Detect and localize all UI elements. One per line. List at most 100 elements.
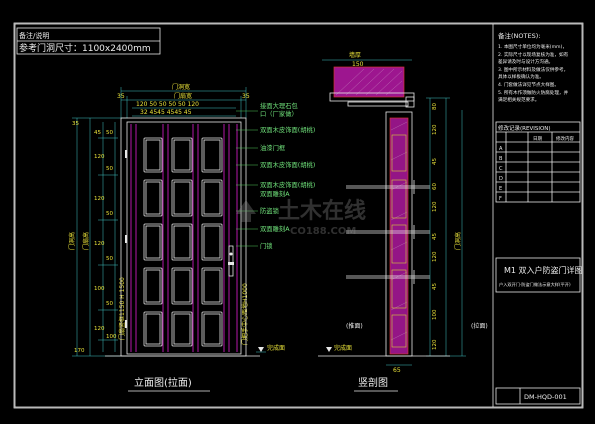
dim-left-value: 170 (74, 348, 85, 354)
revision-col-date: 日期 (533, 136, 542, 142)
revision-row-label: C (499, 166, 503, 172)
dim-left-value: 35 (72, 121, 79, 127)
dim-left-value: 100 (106, 334, 117, 340)
title-main: M1 双入户防盗门详图 (504, 265, 583, 275)
revision-header: 修改记录(REVISION) (498, 124, 551, 132)
wall-hatch (335, 68, 403, 96)
dim-right-35: 35 (242, 93, 250, 100)
note-item: 4. 门套做法详见节点大样图。 (498, 81, 559, 88)
watermark-logo: 土木在线 CO188.COM (236, 198, 366, 237)
dim-top-subsegments: 32 4545 4545 45 (140, 109, 192, 116)
section-right-dim-values: 80 120 45 60 120 45 120 45 100 120 (432, 103, 438, 350)
elevation-left-dimensions (72, 117, 128, 357)
note-item: 1. 本图尺寸单位均为毫米(mm)， (498, 43, 567, 50)
section-floor-label: 完成面 (334, 344, 352, 352)
section-wall-label: 墙厚 (349, 51, 361, 59)
elevation-title: 立面图(拉面) (134, 376, 192, 389)
elevation-top-dimensions (120, 87, 247, 118)
floor-label: 完成面 (267, 344, 285, 352)
dim-left-value: 100 (94, 286, 105, 292)
door-panels (143, 137, 223, 347)
dim-leaf-height: 门扇高 (82, 232, 90, 250)
dim-right-value: 60 (432, 183, 438, 190)
wood-grain-lines (130, 124, 238, 352)
dim-left-value: 120 (94, 241, 105, 247)
dim-right-value: 120 (432, 251, 438, 262)
callout-leaders (236, 110, 258, 247)
wall-header (333, 66, 405, 98)
section-view: 墙厚 150 (318, 51, 488, 392)
callout-label: 防盗锁 (260, 206, 280, 215)
drawing-frame-inner (14, 23, 583, 408)
revision-table: 修改记录(REVISION) 日期 修改内容 A B C D E F (495, 121, 581, 203)
hinge-icons (125, 150, 127, 328)
section-pull-side-note: (拉面) (471, 322, 488, 330)
section-rails (346, 185, 430, 279)
callout-label: 双面雕刻A (260, 224, 290, 233)
dim-inner-frame: 门扇竖框1150 H 1500 (118, 277, 126, 340)
dim-left-value: 120 (94, 196, 105, 202)
watermark-house-icon (236, 200, 256, 222)
drawing-number: DM-HQD-001 (524, 393, 567, 401)
right-panel: 备注(NOTES): 1. 本图尺寸单位均为毫米(mm)， 2. 实际尺寸以现场… (492, 24, 583, 407)
note-item: 满足相关规范要求。 (498, 96, 539, 103)
section-right-dimensions (426, 97, 466, 357)
drawing-frame (13, 22, 584, 409)
dim-left-value: 50 (106, 211, 113, 217)
elevation-left-dim-values: 35 45 50 120 50 120 50 120 50 100 50 120… (72, 121, 117, 354)
revision-row-label: B (499, 156, 503, 162)
note-item: 差异请及时与设计方沟通。 (498, 58, 553, 65)
callout-label: 双面木皮饰面(胡桃) (260, 160, 315, 169)
notes-title: 备注(NOTES): (498, 31, 540, 40)
info-box: 备注/说明 参考门洞尺寸：1100x2400mm (16, 27, 161, 55)
info-box-row1: 备注/说明 (19, 31, 49, 40)
revision-col-content: 修改内容 (556, 135, 574, 142)
watermark-text: 土木在线 (278, 198, 366, 224)
callout-label: 双面木皮饰面(胡桃) (260, 125, 315, 134)
dim-left-value: 50 (106, 256, 113, 262)
callout-label: 口（厂家做） (260, 109, 298, 118)
dim-right-value: 45 (432, 233, 438, 240)
door-frame (120, 117, 247, 357)
callout-label: 油漆门框 (260, 143, 286, 152)
callout-label: 门锁 (260, 241, 273, 250)
revision-row-label: D (499, 176, 503, 182)
dim-right-value: 120 (432, 339, 438, 350)
door-handle-icon (228, 245, 234, 277)
dim-left-value: 50 (106, 130, 113, 136)
wall-header-fill (334, 67, 404, 97)
note-item: 具体以样板确认为准。 (498, 73, 544, 80)
revision-row-label: E (499, 186, 502, 192)
section-top-dim: 150 (352, 61, 364, 68)
dim-top-segments: 120 50 50 50 50 120 (136, 101, 199, 108)
dim-left-value: 50 (106, 166, 113, 172)
section-bottom-dim: 65 (393, 367, 401, 374)
dim-left-35: 35 (117, 93, 125, 100)
callout-label: 接面大理石包 (260, 101, 298, 110)
title-block: M1 双入户防盗门详图 户入双开门·防盗门做法示意大样(平开) DM-HQD-0… (495, 257, 583, 405)
elevation-view: 门洞宽 门扇宽 35 35 120 50 50 50 50 120 32 454… (68, 83, 315, 392)
section-door-core (390, 118, 408, 354)
dim-right-value: 120 (432, 201, 438, 212)
note-item: 5. 所有木作须做防火防腐处理，并 (498, 89, 569, 96)
dim-right-value: 80 (432, 103, 438, 110)
section-title: 竖剖图 (358, 376, 388, 389)
title-sub: 户入双开门·防盗门做法示意大样(平开) (499, 281, 571, 288)
dim-left-value: 120 (94, 154, 105, 160)
section-push-side-note: (推面) (346, 322, 363, 330)
dim-handle-height: 门把手中心距地H1000 (241, 283, 249, 345)
dim-left-value: 120 (94, 326, 105, 332)
dim-right-value: 45 (432, 283, 438, 290)
notes-list: 1. 本图尺寸单位均为毫米(mm)， 2. 实际尺寸以现场复核为准，如有 差异请… (498, 43, 569, 103)
dim-opening-height: 门洞高 (68, 232, 76, 250)
header-lintel (347, 101, 409, 107)
dim-leaf-width: 门扇宽 (174, 92, 192, 100)
section-panel-lines (391, 134, 407, 348)
watermark-url: CO188.COM (290, 226, 356, 237)
section-door-outline (389, 117, 409, 355)
floor-level-icon (258, 347, 264, 352)
section-floor-level-icon (326, 347, 332, 352)
dim-opening-width: 门洞宽 (172, 83, 190, 91)
dim-left-value: 50 (106, 301, 113, 307)
